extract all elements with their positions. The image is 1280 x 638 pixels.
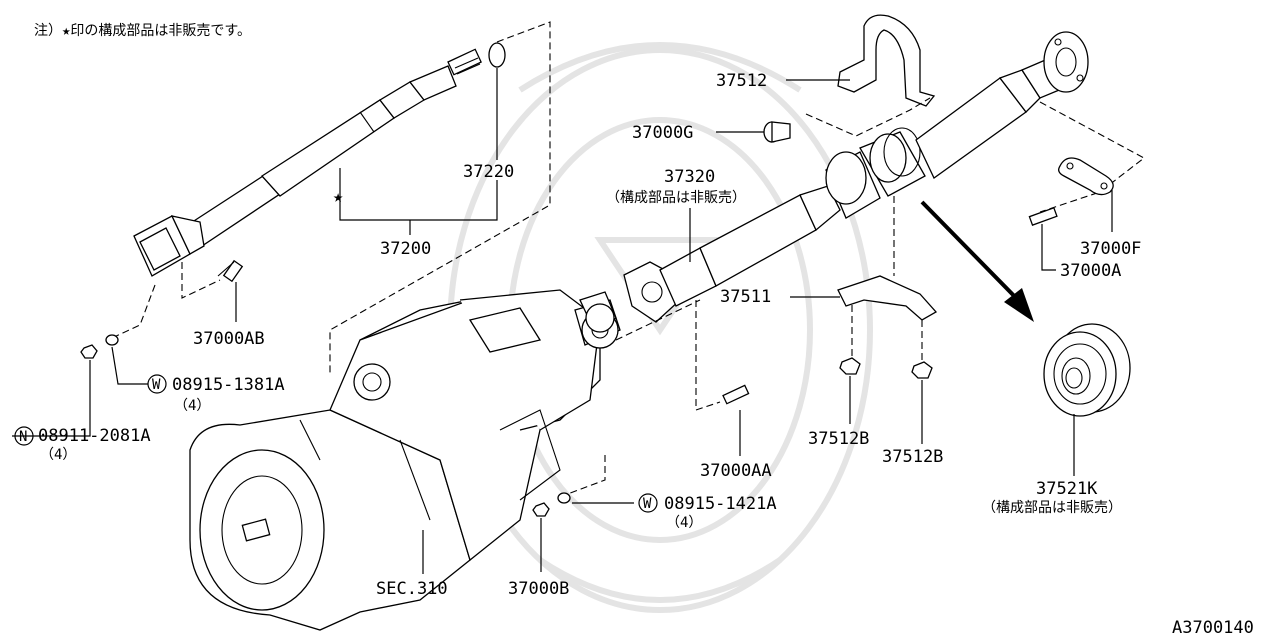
plug-37000G: [763, 121, 791, 143]
nut-symbol-letter: N: [19, 429, 27, 445]
sublabel-37320: （構成部品は非販売）: [606, 190, 746, 206]
qty-08911-2081A: （4）: [40, 447, 76, 463]
bracket-37511: [837, 275, 938, 321]
front-propeller-shaft: [133, 48, 482, 277]
bolt-37000AA: [722, 384, 750, 405]
part-37220-cap: [488, 42, 506, 68]
label-08911-2081A[interactable]: 08911-2081A: [38, 426, 151, 446]
arrow-head-icon: [1004, 288, 1034, 322]
label-sec310[interactable]: SEC.310: [376, 579, 448, 599]
center-bearing-37521K: [1043, 323, 1131, 417]
bolt-37000A: [1028, 206, 1058, 226]
washer-08915-1421A: [557, 492, 571, 504]
rear-propeller-shaft: [579, 31, 1089, 333]
label-37512B-a[interactable]: 37512B: [808, 429, 869, 449]
label-37000B[interactable]: 37000B: [508, 579, 569, 599]
washer-symbol-icon-2: [638, 493, 658, 513]
center-bearing-bracket-37512: [837, 14, 936, 107]
label-37200[interactable]: 37200: [380, 239, 431, 259]
nut-symbol-icon: [14, 426, 34, 446]
label-37512[interactable]: 37512: [716, 71, 767, 91]
qty-08915-1421A: （4）: [666, 515, 702, 531]
nut-08911-2081A: [80, 344, 98, 359]
star-marker: ★: [333, 187, 343, 207]
washer-symbol-letter-2: W: [643, 496, 652, 512]
footnote-text: 注）★印の構成部品は非販売です。: [34, 23, 251, 39]
label-37512B-b[interactable]: 37512B: [882, 447, 943, 467]
washer-08915-1381A: [105, 334, 119, 346]
label-37511[interactable]: 37511: [720, 287, 771, 307]
qty-08915-1381A: （4）: [174, 398, 210, 414]
nut-37512B-right: [911, 361, 933, 379]
label-37000AA[interactable]: 37000AA: [700, 461, 772, 481]
nut-37512B-left: [839, 357, 861, 375]
label-37000F[interactable]: 37000F: [1080, 239, 1141, 259]
label-37320[interactable]: 37320: [664, 167, 715, 187]
gasket-37000F: [1058, 157, 1114, 196]
washer-symbol-icon: [147, 374, 167, 394]
label-37000G[interactable]: 37000G: [632, 123, 693, 143]
transmission-assembly: [189, 289, 621, 631]
diagram-id: A3700140: [1172, 618, 1254, 638]
label-37521K[interactable]: 37521K: [1036, 479, 1098, 499]
detail-arrow: [920, 200, 1024, 306]
washer-symbol-letter: W: [152, 377, 161, 393]
nut-37000B: [532, 502, 550, 517]
label-37000AB[interactable]: 37000AB: [193, 329, 265, 349]
bolt-37000AB: [217, 259, 244, 283]
label-37220[interactable]: 37220: [463, 162, 514, 182]
sublabel-37521K: （構成部品は非販売）: [982, 500, 1122, 516]
label-08915-1421A[interactable]: 08915-1421A: [664, 494, 777, 514]
label-08915-1381A[interactable]: 08915-1381A: [172, 375, 285, 395]
label-37000A[interactable]: 37000A: [1060, 261, 1121, 281]
